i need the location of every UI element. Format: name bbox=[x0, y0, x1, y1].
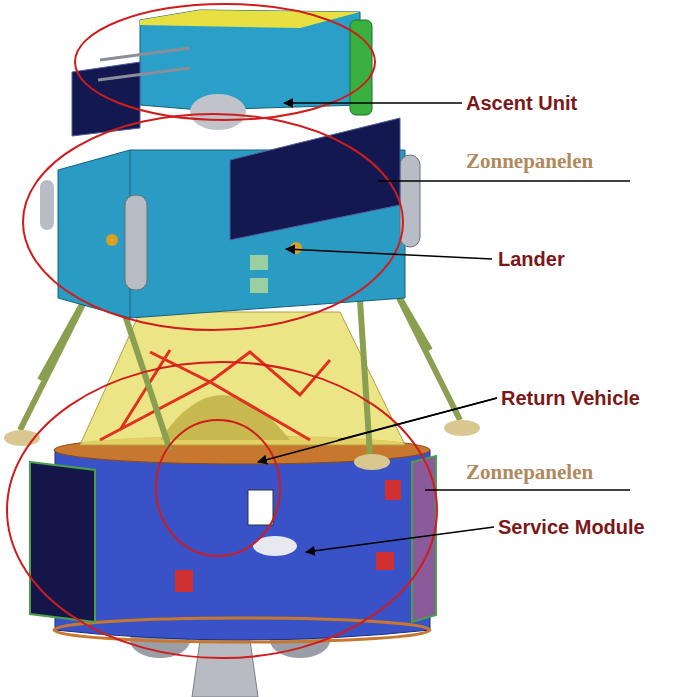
robotic-arm bbox=[98, 48, 190, 80]
equipment-box bbox=[175, 570, 193, 592]
leader-arrow bbox=[258, 398, 497, 462]
equipment-box bbox=[376, 552, 394, 570]
propellant-tank bbox=[125, 195, 147, 290]
engine-nozzle bbox=[192, 640, 258, 697]
ascent-unit-body bbox=[140, 10, 360, 110]
leader-arrow bbox=[306, 527, 494, 552]
part-label: Ascent Unit bbox=[466, 93, 577, 113]
service-module-body bbox=[55, 450, 430, 640]
landing-leg bbox=[20, 290, 460, 455]
solar-panel bbox=[30, 462, 95, 622]
part-label: Zonnepanelen bbox=[466, 462, 593, 483]
equipment-box bbox=[248, 490, 273, 525]
part-label: Service Module bbox=[498, 517, 645, 537]
part-label: Zonnepanelen bbox=[466, 151, 593, 172]
equipment-box bbox=[385, 480, 401, 500]
service-module-rim bbox=[54, 618, 430, 642]
equipment-box bbox=[250, 278, 268, 293]
propellant-tank bbox=[40, 180, 54, 230]
highlight-ellipse bbox=[156, 420, 280, 556]
tank-dome bbox=[190, 94, 246, 130]
solar-panel bbox=[230, 118, 400, 240]
highlight-ellipse bbox=[23, 114, 403, 330]
truss-structure bbox=[100, 350, 330, 440]
leader-line bbox=[338, 398, 497, 440]
sensor bbox=[106, 234, 118, 246]
sensor bbox=[290, 242, 302, 254]
equipment-box bbox=[250, 255, 268, 270]
landing-pad bbox=[354, 454, 390, 470]
leader-arrow bbox=[284, 102, 462, 104]
landing-pad bbox=[444, 420, 480, 436]
underline bbox=[425, 489, 630, 491]
leader-arrow bbox=[286, 249, 492, 259]
highlight-ellipse bbox=[7, 362, 437, 658]
part-label: Return Vehicle bbox=[501, 388, 640, 408]
part-label: Lander bbox=[498, 249, 565, 269]
sample-container bbox=[350, 20, 372, 115]
underline bbox=[378, 180, 630, 182]
